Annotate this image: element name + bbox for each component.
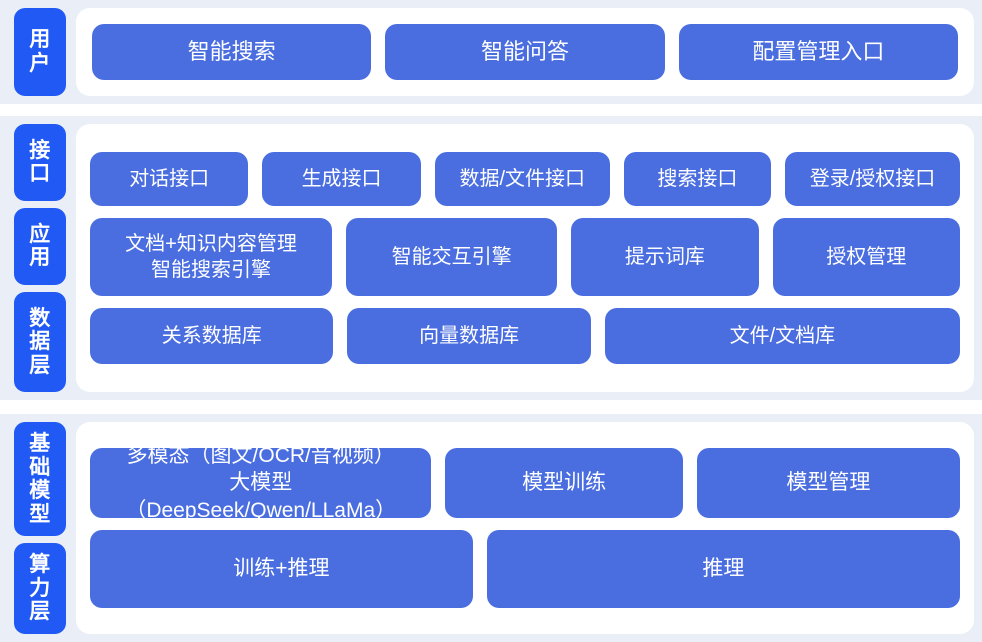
layer-tag-char: 层 — [29, 600, 51, 624]
node-config-management-entry[interactable]: 配置管理入口 — [678, 24, 958, 80]
node-multimodal-large-model[interactable]: 多模态（图文/OCR/音视频） 大模型（DeepSeek/Qwen/LLaMa） — [90, 444, 432, 522]
layer-tag-char: 口 — [29, 162, 51, 186]
layer-tag-char: 用 — [29, 28, 51, 52]
node-document-knowledge-management[interactable]: 文档+知识内容管理 智能搜索引擎 — [90, 218, 333, 296]
layer-tag-char: 力 — [29, 576, 51, 600]
node-prompt-library[interactable]: 提示词库 — [571, 218, 759, 296]
node-relational-database[interactable]: 关系数据库 — [90, 308, 334, 364]
node-generation-api[interactable]: 生成接口 — [262, 152, 421, 206]
row-application: 文档+知识内容管理 智能搜索引擎 智能交互引擎 提示词库 授权管理 — [90, 218, 960, 296]
layer-tag-data: 数 据 层 — [14, 291, 66, 392]
layer-card-middle: 对话接口 生成接口 数据/文件接口 搜索接口 登录/授权接口 文档+知识内容管理… — [76, 124, 974, 392]
layer-tag-compute: 算 力 层 — [14, 543, 66, 635]
layer-band-user: 用 户 智能搜索 智能问答 配置管理入口 — [0, 0, 982, 104]
layer-tag-application: 应 用 — [14, 207, 66, 285]
tag-column-base: 基 础 模 型 算 力 层 — [14, 422, 66, 635]
node-dialogue-api[interactable]: 对话接口 — [90, 152, 249, 206]
tag-column-user: 用 户 — [14, 8, 66, 96]
layer-tag-char: 础 — [29, 455, 51, 479]
node-model-training[interactable]: 模型训练 — [445, 448, 683, 518]
node-search-api[interactable]: 搜索接口 — [623, 152, 772, 206]
layer-tag-char: 算 — [29, 553, 51, 577]
row-user-entries: 智能搜索 智能问答 配置管理入口 — [92, 24, 958, 80]
layer-card-user: 智能搜索 智能问答 配置管理入口 — [76, 8, 974, 96]
layer-tag-char: 接 — [29, 138, 51, 162]
layer-tag-char: 基 — [29, 432, 51, 456]
layer-tag-char: 应 — [29, 222, 51, 246]
row-compute: 训练+推理 推理 — [90, 530, 960, 608]
node-file-document-store[interactable]: 文件/文档库 — [604, 308, 960, 364]
tag-column-middle: 接 口 应 用 数 据 层 — [14, 124, 66, 392]
layer-tag-char: 用 — [29, 246, 51, 270]
layer-tag-char: 模 — [29, 479, 51, 503]
layer-band-middle: 接 口 应 用 数 据 层 对话接口 生成接口 数据/文件接口 搜索接口 登录/… — [0, 116, 982, 400]
node-model-management[interactable]: 模型管理 — [696, 448, 960, 518]
layer-tag-char: 型 — [29, 502, 51, 526]
node-login-auth-api[interactable]: 登录/授权接口 — [785, 152, 961, 206]
node-intelligent-search[interactable]: 智能搜索 — [92, 24, 372, 80]
row-foundation-model: 多模态（图文/OCR/音视频） 大模型（DeepSeek/Qwen/LLaMa）… — [90, 444, 960, 522]
node-inference[interactable]: 推理 — [486, 530, 960, 608]
layer-tag-char: 据 — [29, 330, 51, 354]
layer-tag-char: 层 — [29, 353, 51, 377]
layer-tag-char: 户 — [29, 52, 51, 75]
node-intelligent-qa[interactable]: 智能问答 — [385, 24, 665, 80]
layer-tag-char: 数 — [29, 306, 51, 330]
layer-tag-user: 用 户 — [14, 8, 66, 96]
layer-card-base: 多模态（图文/OCR/音视频） 大模型（DeepSeek/Qwen/LLaMa）… — [76, 422, 974, 634]
node-data-file-api[interactable]: 数据/文件接口 — [434, 152, 610, 206]
row-interface: 对话接口 生成接口 数据/文件接口 搜索接口 登录/授权接口 — [90, 152, 961, 206]
layer-tag-foundation-model: 基 础 模 型 — [14, 422, 66, 537]
node-vector-database[interactable]: 向量数据库 — [347, 308, 591, 364]
layer-band-base: 基 础 模 型 算 力 层 多模态（图文/OCR/音视频） 大模型（DeepSe… — [0, 414, 982, 642]
node-intelligent-interaction-engine[interactable]: 智能交互引擎 — [346, 218, 558, 296]
row-data: 关系数据库 向量数据库 文件/文档库 — [90, 308, 960, 364]
node-training-inference[interactable]: 训练+推理 — [90, 530, 473, 608]
node-authorization-management[interactable]: 授权管理 — [772, 218, 960, 296]
layer-tag-interface: 接 口 — [14, 124, 66, 201]
